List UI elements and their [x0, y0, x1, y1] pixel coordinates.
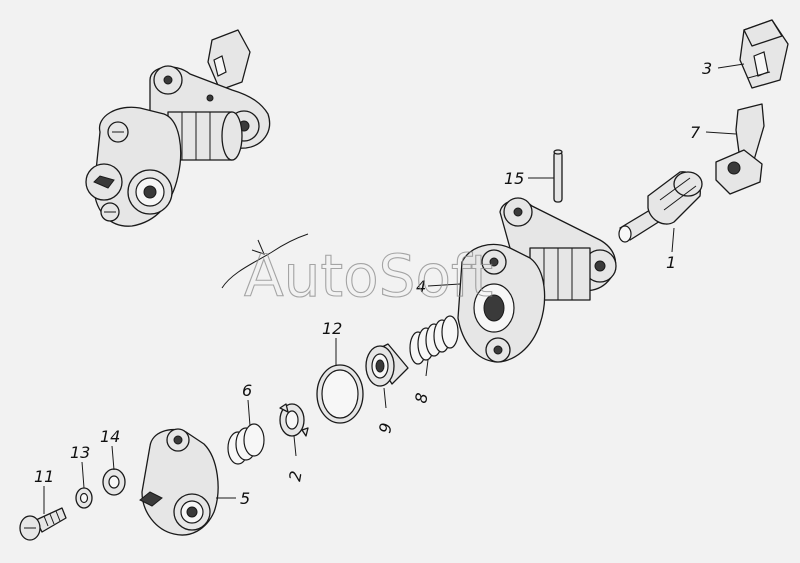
- part-4-valve-body: [457, 197, 617, 363]
- callout-2: 2: [285, 469, 305, 482]
- callout-7: 7: [690, 123, 701, 142]
- part-2-retaining-ring: [279, 403, 309, 437]
- callout-12: 12: [322, 319, 342, 338]
- part-9-bushing: [365, 343, 409, 387]
- assembled-valve: [85, 29, 271, 227]
- callout-6: 6: [242, 381, 252, 400]
- callout-13: 13: [70, 443, 90, 462]
- callout-9: 9: [375, 421, 395, 434]
- leader-lines: [43, 63, 745, 514]
- part-14-washer: [102, 468, 126, 496]
- part-8-spring: [409, 315, 459, 365]
- callout-8: 8: [411, 391, 431, 404]
- part-12-o-ring: [316, 364, 364, 424]
- callout-11: 11: [34, 467, 54, 486]
- part-6-spring: [227, 423, 265, 465]
- callout-5: 5: [240, 489, 250, 508]
- part-7-lever: [715, 103, 765, 195]
- watermark-text: AutoSoft: [244, 242, 493, 310]
- callout-4: 4: [416, 277, 426, 296]
- part-1-plunger: [618, 171, 703, 243]
- part-15-pin: [553, 149, 563, 203]
- part-13-washer: [75, 487, 93, 509]
- part-3-lever-cap: [739, 19, 789, 89]
- part-11-screw: [19, 507, 67, 541]
- part-5-housing: [139, 428, 219, 536]
- callout-15: 15: [504, 169, 524, 188]
- callout-14: 14: [100, 427, 120, 446]
- callout-3: 3: [702, 59, 712, 78]
- callout-1: 1: [666, 253, 676, 272]
- callout-labels: 3 7 15 1 4 12 8 9 2 6 5 14 13 11: [34, 59, 712, 508]
- assembly-arrow: [221, 233, 309, 289]
